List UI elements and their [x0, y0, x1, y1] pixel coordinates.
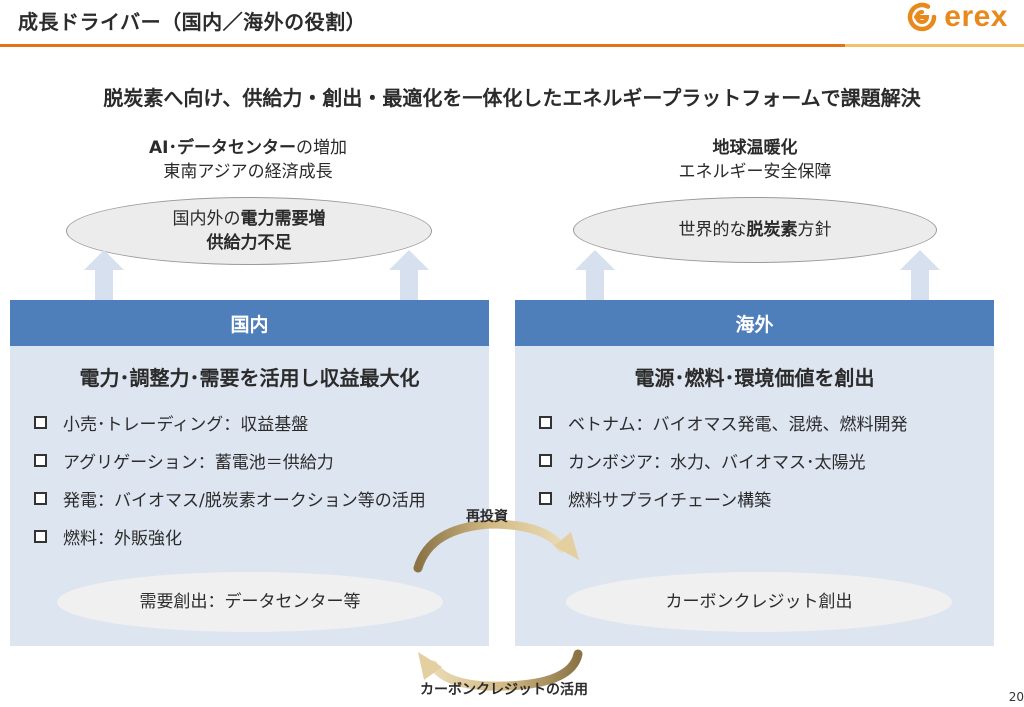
overseas-panel-headline: 電源･燃料･環境価値を創出	[634, 366, 875, 390]
overseas-driver-line1: 地球温暖化	[712, 138, 798, 158]
company-logo: erex	[905, 0, 1008, 34]
checkbox-square-icon	[539, 453, 552, 467]
checkbox-square-icon	[34, 415, 47, 429]
checkbox-square-icon	[34, 453, 47, 467]
overseas-driver-line2: エネルギー安全保障	[678, 162, 832, 182]
demand-creation-ellipse: 需要創出：データセンター等	[57, 572, 443, 632]
domestic-drivers: AI･データセンターの増加 東南アジアの経済成長	[98, 136, 398, 184]
checkbox-square-icon	[539, 491, 552, 505]
logo-wordmark: erex	[944, 0, 1008, 33]
page-number: 20	[1008, 690, 1024, 704]
page-title: 成長ドライバー（国内／海外の役割）	[18, 10, 367, 34]
carbon-credit-use-label: カーボンクレジットの活用	[420, 682, 588, 698]
domestic-driver-line2: 東南アジアの経済成長	[163, 162, 333, 182]
domestic-panel-headline: 電力･調整力･需要を活用し収益最大化	[79, 366, 420, 390]
list-item: ベトナム：バイオマス発電、混焼、燃料開発	[539, 403, 994, 441]
domestic-driver-line1: AI･データセンターの増加	[149, 138, 347, 158]
up-arrow-icon	[389, 250, 429, 300]
overseas-bullet-list: ベトナム：バイオマス発電、混焼、燃料開発 カンボジア：水力、バイオマス･太陽光 …	[539, 403, 994, 517]
list-item: アグリゲーション：蓄電池＝供給力	[34, 441, 489, 479]
list-item: 燃料サプライチェーン構築	[539, 479, 994, 517]
list-item: 発電：バイオマス/脱炭素オークション等の活用	[34, 479, 489, 517]
demand-increase-ellipse: 国内外の電力需要増 供給力不足	[66, 197, 432, 265]
header-rule	[0, 44, 845, 47]
header-rule-accent	[845, 44, 1024, 47]
domestic-panel-header: 国内	[10, 300, 489, 346]
checkbox-square-icon	[34, 529, 47, 543]
checkbox-square-icon	[34, 491, 47, 505]
up-arrow-icon	[84, 250, 124, 300]
reinvest-label: 再投資	[466, 509, 508, 525]
overseas-drivers: 地球温暖化 エネルギー安全保障	[605, 136, 905, 184]
erex-logo-icon	[908, 2, 937, 32]
checkbox-square-icon	[539, 415, 552, 429]
overseas-panel-header: 海外	[515, 300, 994, 346]
up-arrow-icon	[900, 250, 940, 300]
list-item: カンボジア：水力、バイオマス･太陽光	[539, 441, 994, 479]
slide-subtitle: 脱炭素へ向け、供給力・創出・最適化を一体化したエネルギープラットフォームで課題解…	[103, 86, 921, 110]
list-item: 小売･トレーディング：収益基盤	[34, 403, 489, 441]
decarbonization-ellipse: 世界的な脱炭素方針	[573, 197, 937, 263]
up-arrow-icon	[575, 250, 615, 300]
carbon-credit-creation-ellipse: カーボンクレジット創出	[566, 572, 952, 632]
domestic-bullet-list: 小売･トレーディング：収益基盤 アグリゲーション：蓄電池＝供給力 発電：バイオマ…	[34, 403, 489, 555]
list-item: 燃料：外販強化	[34, 517, 489, 555]
